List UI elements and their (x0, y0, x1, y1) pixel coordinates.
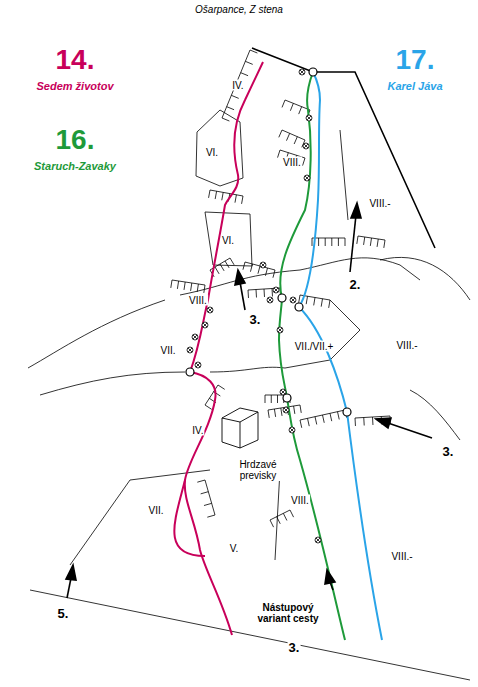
route-number: 17. (395, 45, 436, 76)
grade: IV. (231, 80, 244, 91)
grade: VII. (159, 345, 176, 356)
callout-number: 3. (249, 313, 262, 327)
feature-name: Hrdzavé previsky (227, 459, 289, 481)
grade: IV. (191, 425, 204, 436)
grade: V. (229, 543, 240, 554)
callout-number: 3. (442, 445, 455, 459)
grade: VIII.- (368, 198, 391, 209)
diagram-title: Ošarpance, Z stena (194, 4, 284, 15)
bolts (187, 69, 321, 543)
route-name: Staruch-Zavaky (33, 160, 117, 172)
route-17-line (299, 72, 382, 640)
rock-block (222, 408, 258, 448)
crag-edge (252, 48, 435, 248)
belay-stations (186, 68, 351, 416)
route-14-branch (174, 480, 205, 556)
approach-arrows (66, 203, 432, 598)
grade: VIII. (188, 295, 208, 306)
route-number: 14. (55, 45, 96, 76)
grade: VI. (205, 147, 219, 158)
route-name: Sedem životov (35, 80, 114, 92)
callout-number: 3. (288, 641, 301, 655)
route-14-line (185, 62, 263, 635)
grade: VIII. (282, 157, 302, 168)
approach-note: Nástupový variant cesty (256, 602, 320, 624)
route-name: Karel Jáva (386, 80, 443, 92)
grade: VIII.- (390, 551, 413, 562)
route-number: 16. (55, 125, 96, 156)
grade: VII. (147, 505, 164, 516)
rock-features (28, 110, 470, 680)
grade: VI. (221, 235, 235, 246)
route-16-line (279, 72, 345, 640)
grade: VII./VII.+ (294, 341, 335, 352)
grade: VIII.- (395, 340, 418, 351)
callout-number: 5. (57, 607, 70, 621)
grade: VIII. (290, 495, 310, 506)
callout-number: 2. (349, 278, 362, 292)
